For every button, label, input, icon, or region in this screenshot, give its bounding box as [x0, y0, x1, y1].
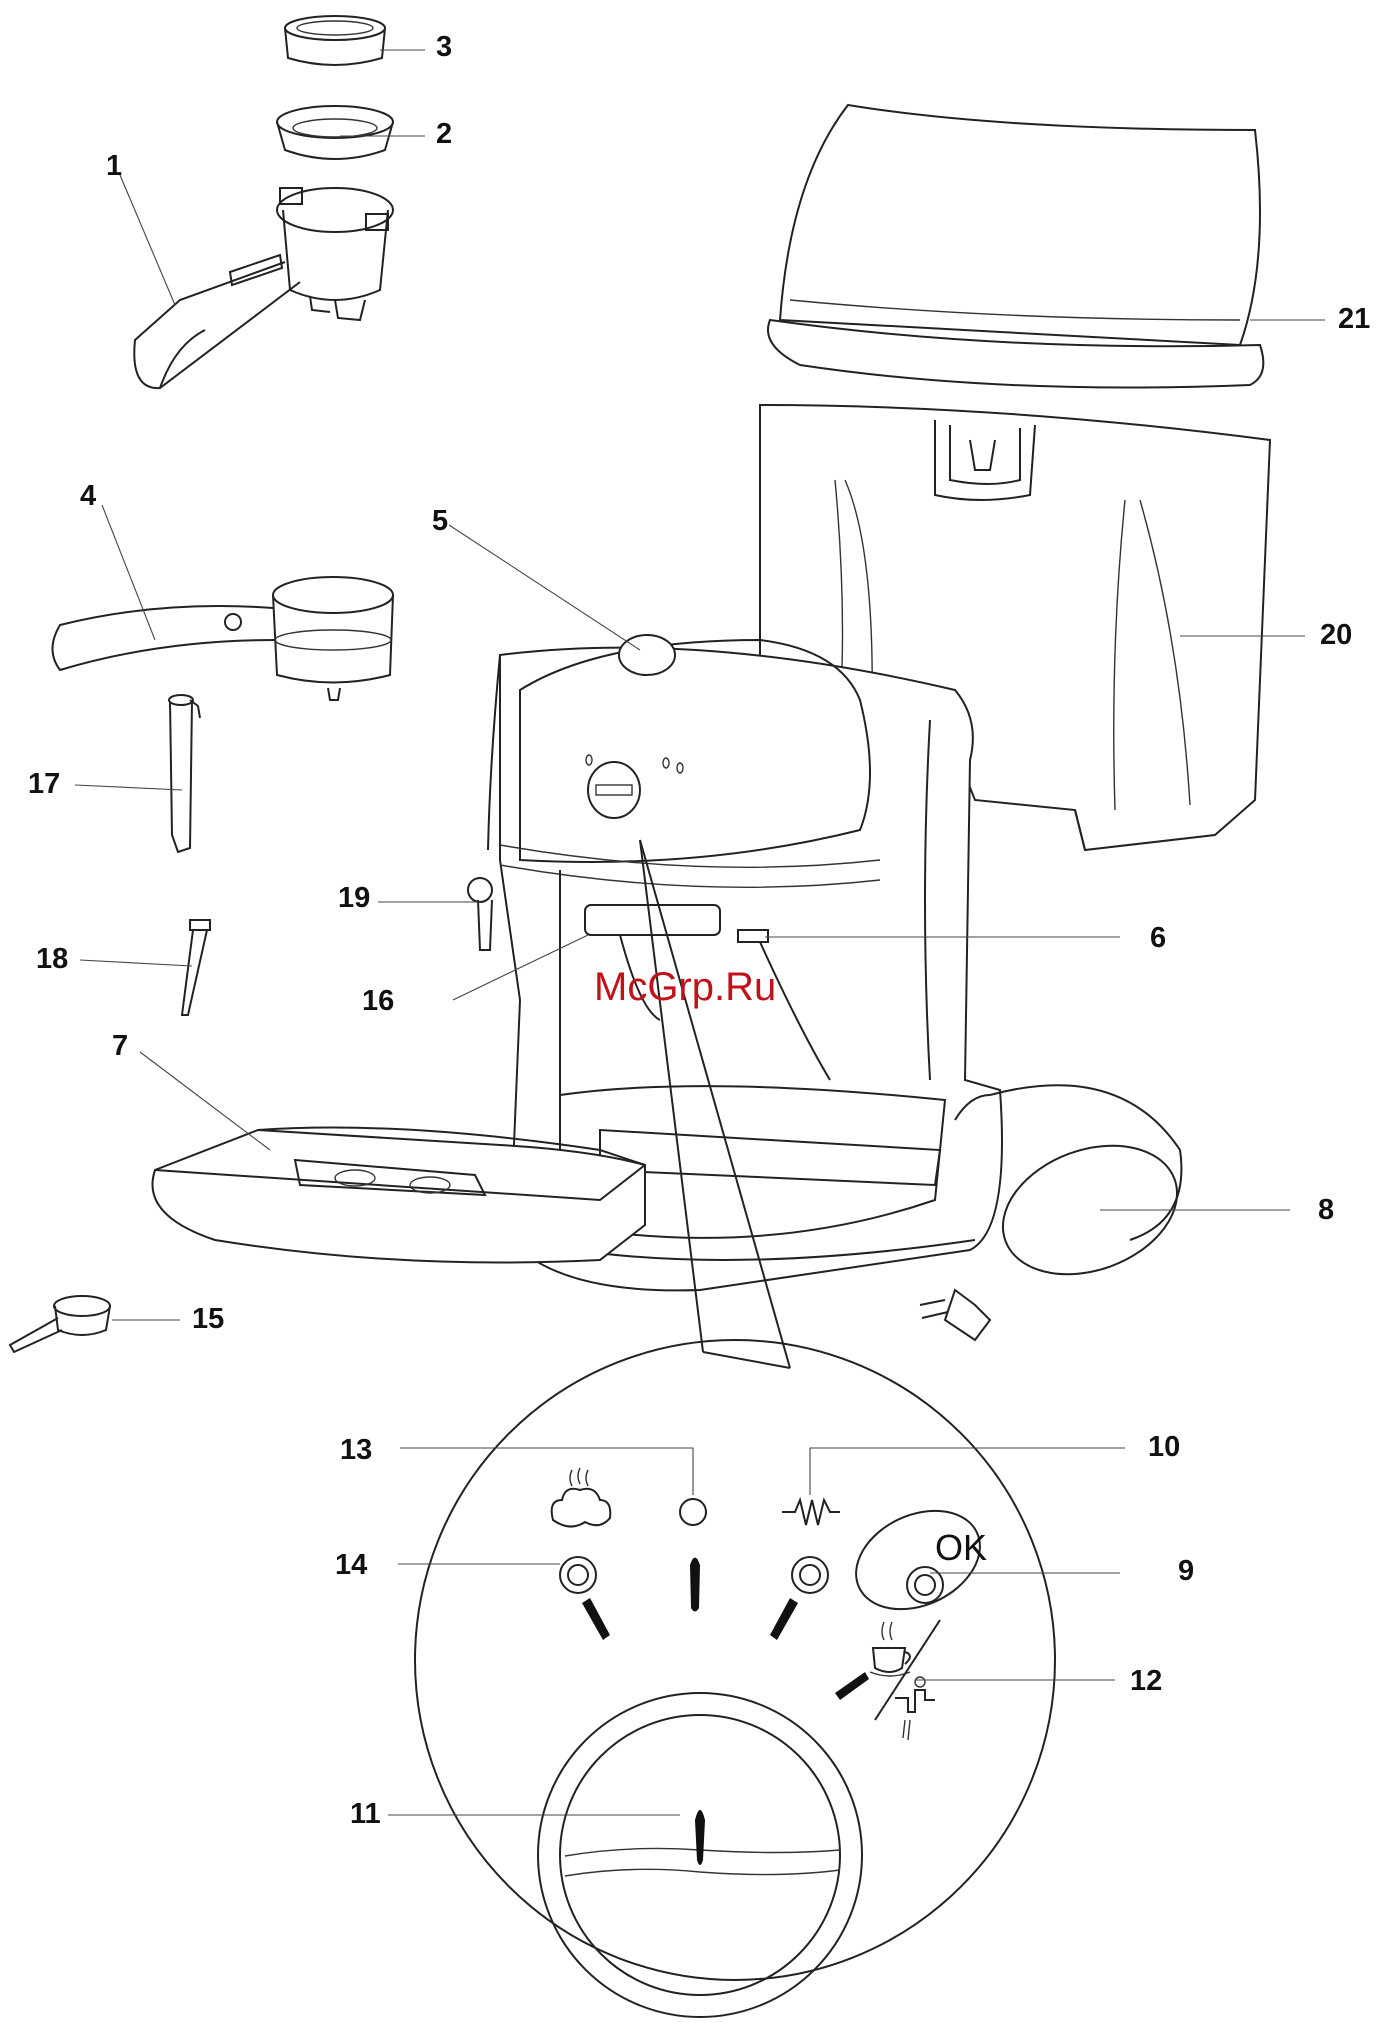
control-panel-zoom	[415, 1340, 1055, 1980]
selector-dial	[538, 1693, 862, 2017]
callout-8: 8	[1318, 1196, 1334, 1225]
heater-indicator-lamp	[792, 1557, 828, 1593]
heater-icon	[782, 1500, 840, 1525]
steam-nozzle	[169, 695, 200, 852]
filter-single	[285, 16, 385, 65]
ok-label: OK	[935, 1527, 987, 1569]
dial-ticks	[582, 1558, 869, 1701]
callout-13: 13	[340, 1436, 372, 1465]
cleaning-pin	[182, 920, 210, 1015]
callout-6: 6	[1150, 924, 1166, 953]
callout-3: 3	[436, 33, 452, 62]
filter-double	[277, 106, 393, 159]
steam-knob	[619, 635, 675, 675]
cup-icon	[870, 1622, 910, 1676]
callout-15: 15	[192, 1305, 224, 1334]
callout-20: 20	[1320, 621, 1352, 650]
callout-11: 11	[350, 1800, 381, 1829]
callout-2: 2	[436, 120, 452, 149]
water-tank-lid	[768, 105, 1263, 388]
filter-holder	[134, 188, 393, 388]
water-tap-icon	[895, 1677, 935, 1740]
callout-18: 18	[36, 945, 68, 974]
callout-14: 14	[335, 1551, 367, 1580]
callout-7: 7	[112, 1032, 128, 1061]
steam-icon	[552, 1468, 611, 1527]
callout-10: 10	[1148, 1433, 1180, 1462]
power-icon	[680, 1499, 706, 1525]
steam-indicator-lamp	[560, 1557, 596, 1593]
watermark: McGrp.Ru	[594, 965, 776, 1010]
callout-5: 5	[432, 507, 448, 536]
callout-17: 17	[28, 770, 60, 799]
measuring-scoop	[10, 1296, 110, 1352]
steam-wand	[468, 878, 492, 950]
milk-frother	[53, 577, 394, 700]
callout-19: 19	[338, 884, 370, 913]
callout-1: 1	[106, 152, 122, 181]
callout-12: 12	[1130, 1667, 1162, 1696]
callout-21: 21	[1338, 305, 1370, 334]
callout-4: 4	[80, 482, 96, 511]
callout-9: 9	[1178, 1557, 1194, 1586]
callout-16: 16	[362, 987, 394, 1016]
